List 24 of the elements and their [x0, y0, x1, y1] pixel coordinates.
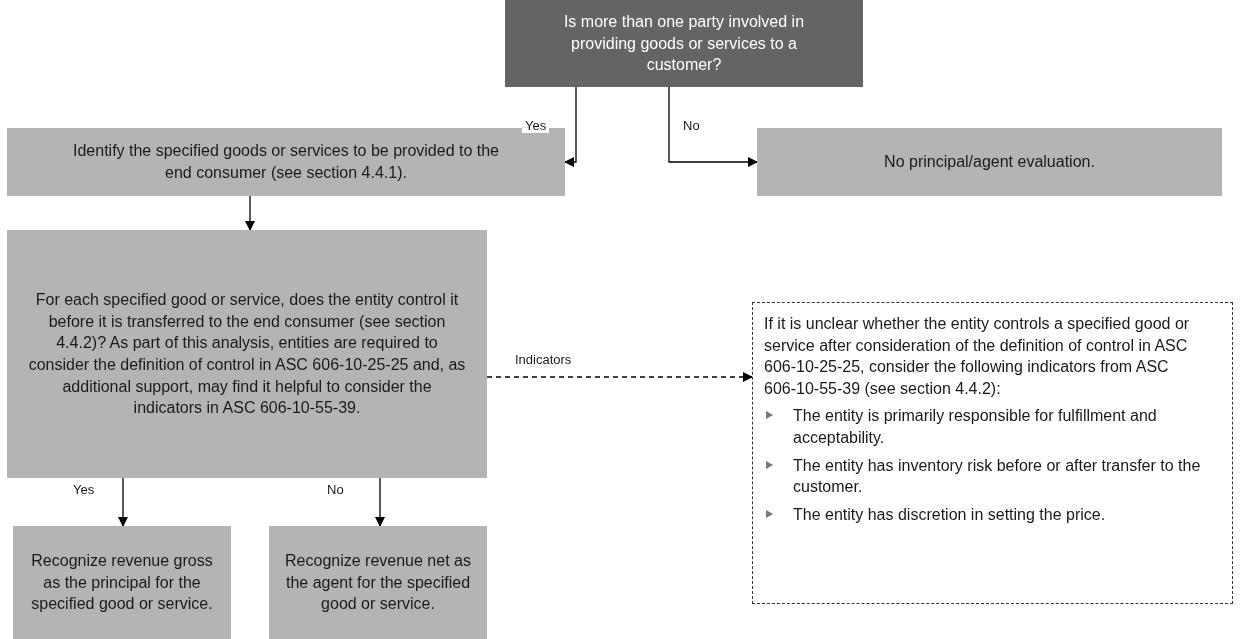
process-box	[757, 128, 1222, 196]
note-box	[752, 302, 1233, 604]
box-text: Is more than one party involved in providing goods or services to a customer?	[562, 12, 806, 76]
edge-label: Yes	[522, 118, 550, 133]
process-box	[13, 526, 231, 639]
arrow	[375, 477, 385, 527]
box-text: Identify the specified goods or services to be provided to the end consumer (see section 4.4.1).	[72, 141, 500, 183]
arrow	[245, 195, 255, 231]
note-text: If it is unclear whether the entity controls a specified good or service after consideration of the definition of control in ASC 606-10-25-25, consider the following indicators from ASC 606-10-55-39 (see section 4.4.2):	[764, 314, 1191, 399]
process-box	[7, 230, 487, 478]
decision-box	[505, 0, 863, 87]
bullet-text: The entity is primarily responsible for fulfillment and acceptability.	[793, 406, 1158, 448]
arrow	[564, 86, 577, 167]
box-text: For each specified good or service, does the entity control it before it is transferred to the end consumer (see section 4.4.2)? As part of this analysis, entities are required to consider the definition of control in ASC 606-10-25-25 and, as additional support, may find it helpful to consider the indicators in ASC 606-10-55-39.	[27, 290, 467, 419]
box-text: No principal/agent evaluation.	[884, 152, 1095, 173]
box-text: Recognize revenue net as the agent for the specified good or service.	[284, 551, 472, 615]
dashed-arrow	[486, 372, 753, 382]
arrow	[668, 86, 758, 167]
bullet-text: The entity has inventory risk before or after transfer to the customer.	[793, 455, 1202, 498]
box-text: Recognize revenue gross as the principal for the specified good or service.	[30, 551, 214, 615]
process-box	[269, 526, 487, 639]
process-box	[7, 128, 565, 196]
bullet-text: The entity has discretion in setting the price.	[793, 504, 1106, 525]
arrow	[118, 477, 128, 527]
